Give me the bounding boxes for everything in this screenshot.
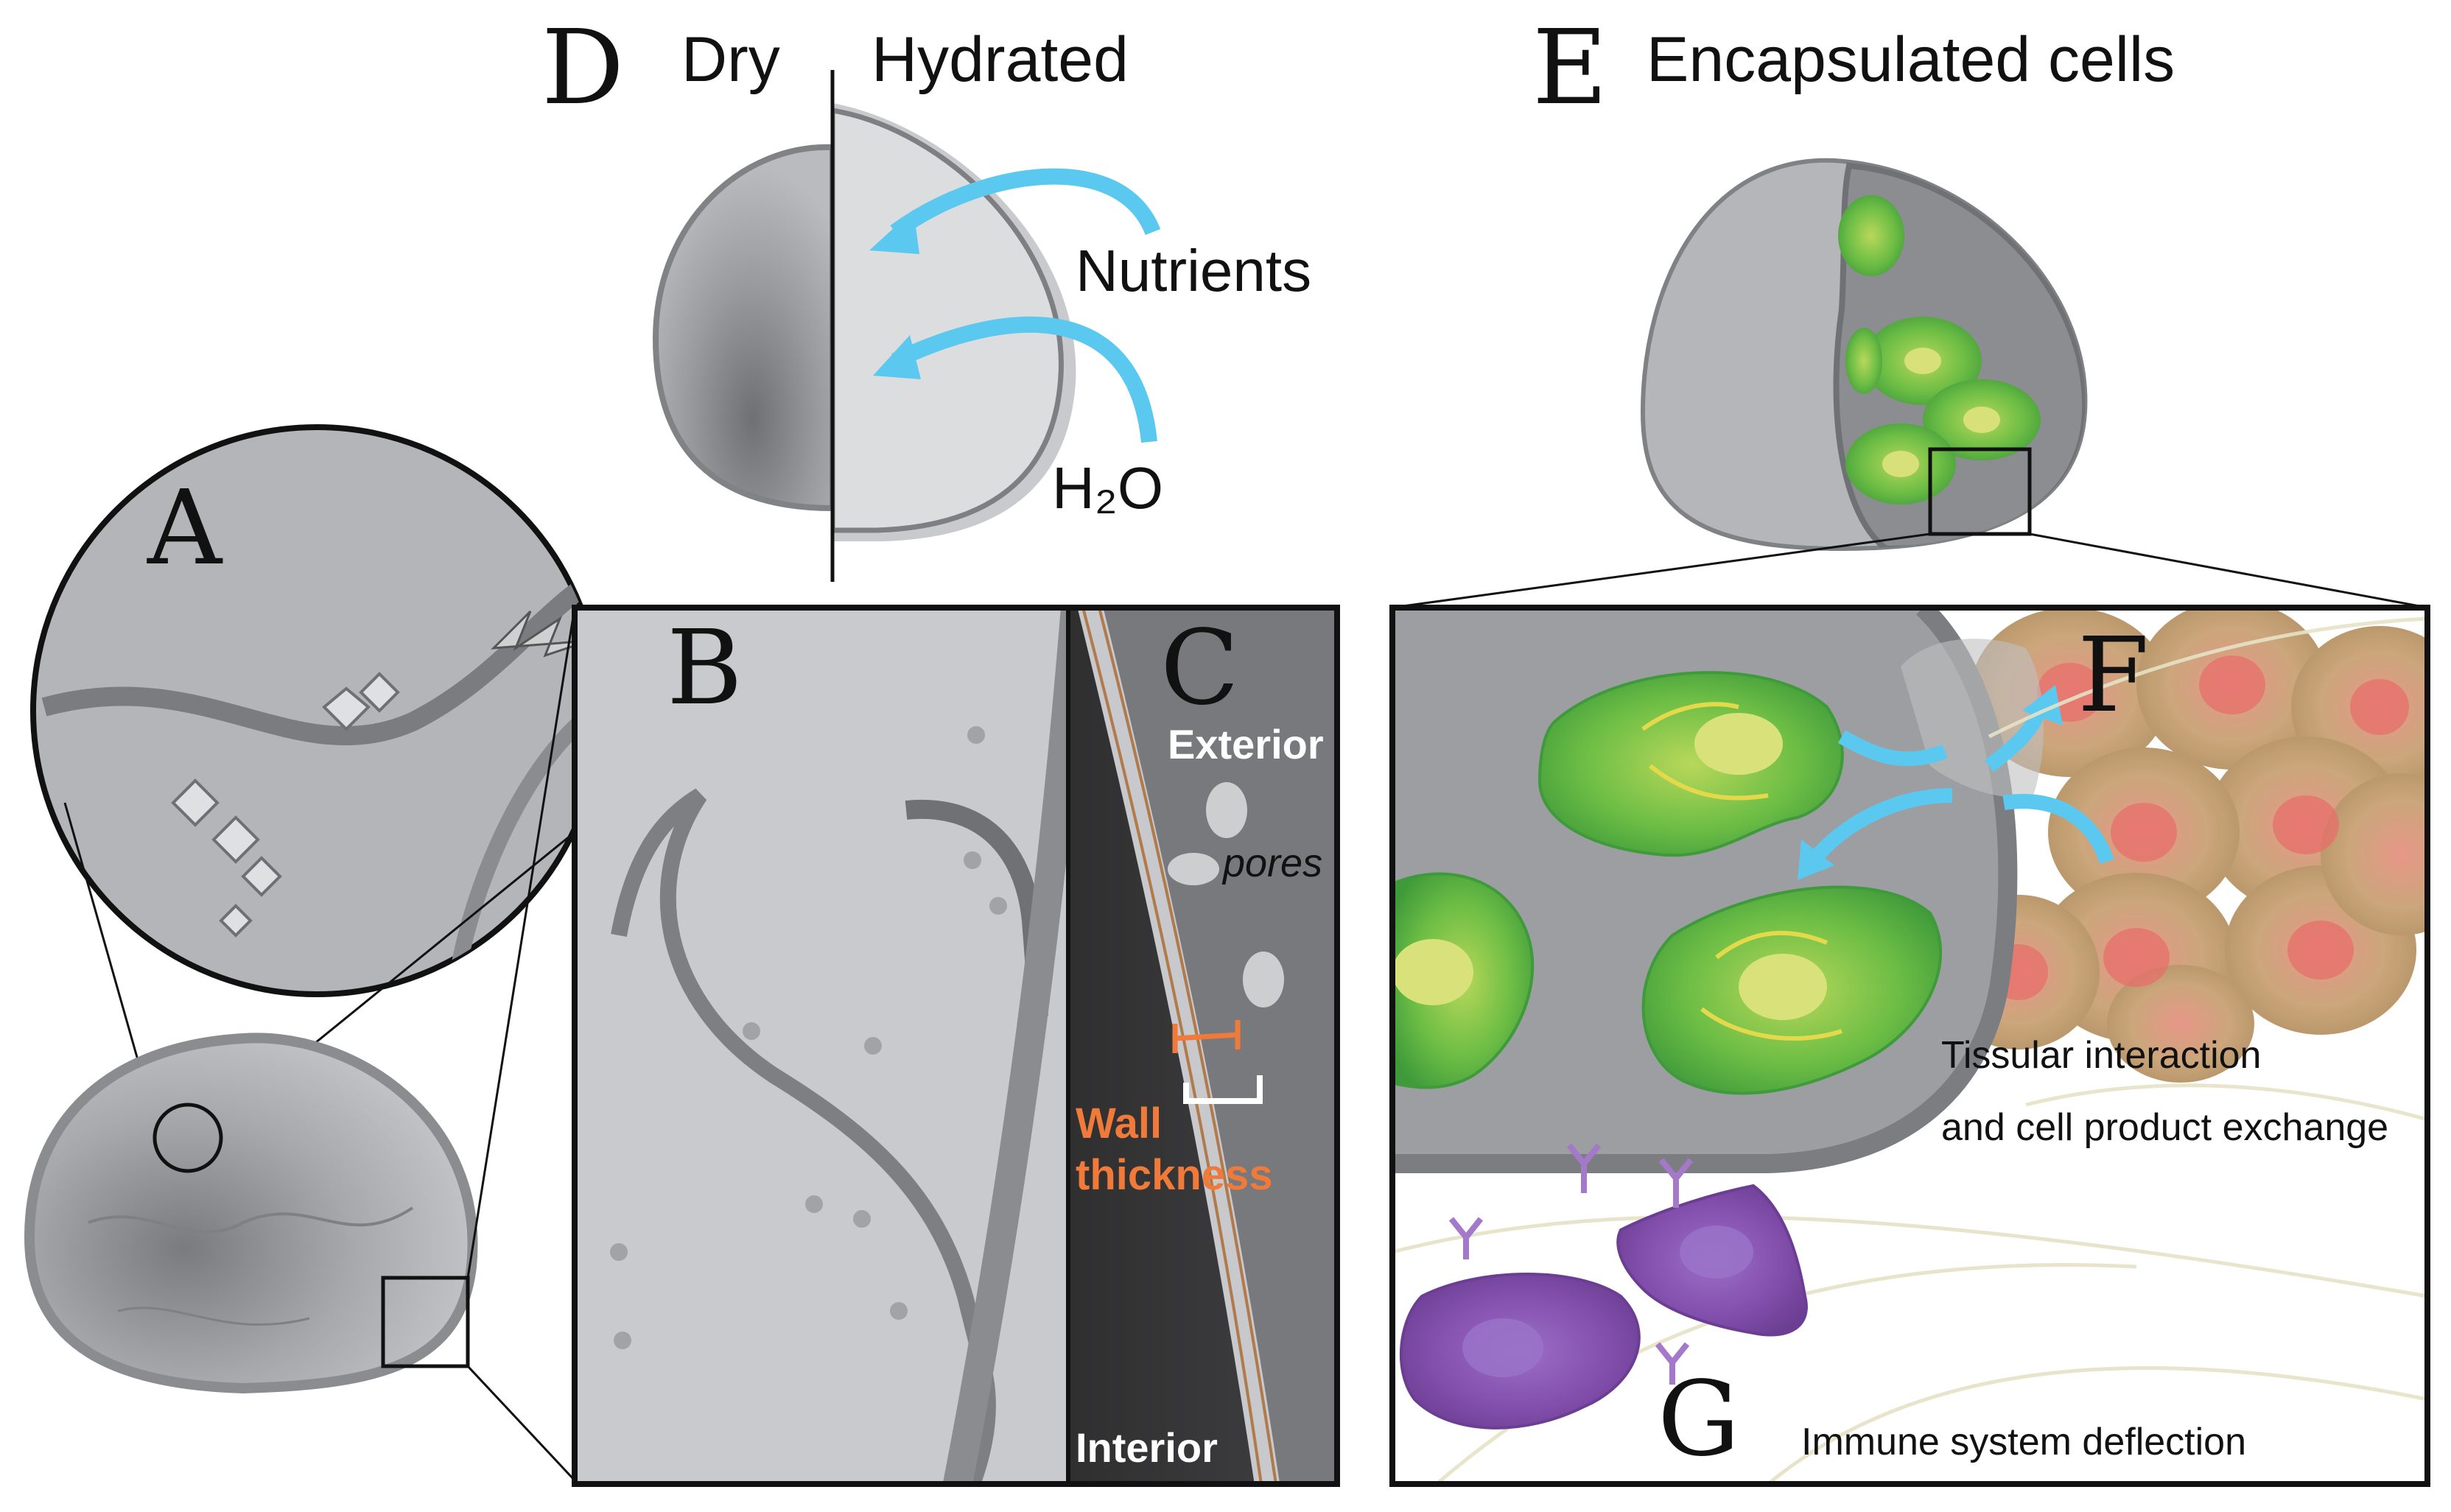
dry-label: Dry (681, 24, 780, 95)
overview-capsule-body (24, 1033, 478, 1394)
panel-e-title: Encapsulated cells (1647, 24, 2175, 95)
panel-e-letter: E (1532, 8, 1607, 128)
crack-a-1 (41, 566, 600, 746)
panel-fg: F Tissular interaction and cell product … (1389, 605, 2430, 1487)
wall-label-line2: thickness (1076, 1151, 1273, 1199)
panel-d-letter: D (541, 8, 624, 128)
panel-a-letter: A (147, 468, 223, 588)
panel-f-caption-line2: and cell product exchange (1941, 1106, 2388, 1149)
zoom-line-e-left (1392, 532, 1931, 609)
interior-region (1068, 608, 1267, 1484)
water-label: H₂O (1052, 455, 1163, 521)
interior-label: Interior (1076, 1424, 1218, 1471)
hydrated-label: Hydrated (872, 24, 1129, 95)
panel-c-letter: C (1160, 608, 1239, 728)
nutrients-arrowhead (869, 210, 919, 254)
crack-b-branch (905, 799, 1048, 1017)
wall-b-edge (943, 608, 1068, 1484)
zoom-box-e (1928, 447, 2032, 536)
wall-label-line1: Wall (1076, 1100, 1162, 1147)
hydrated-capsule-half (832, 108, 1064, 533)
panel-b: B (575, 608, 1068, 1484)
dry-capsule-half (652, 144, 835, 512)
panel-e: E Encapsulated cells (1392, 8, 2428, 609)
overview-crack-2 (117, 1307, 310, 1326)
exchange-arrowheads (1798, 685, 2063, 880)
water-arrowhead (873, 335, 921, 379)
exterior-label: Exterior (1168, 721, 1324, 767)
immune-cells (1399, 1184, 1808, 1430)
pores-c (1168, 782, 1284, 1008)
wall-layer (1078, 608, 1280, 1484)
magnifier-circle-a (30, 424, 603, 997)
antibodies (1448, 1143, 1694, 1385)
water-arrow (891, 316, 1157, 443)
zoom-line-b-top (466, 607, 576, 1279)
panel-f-letter: F (2077, 616, 2149, 736)
frame-fg (1389, 605, 2430, 1487)
panel-b-letter: B (667, 608, 743, 728)
panel-d: D Dry Hydrated Nutrients H₂O (541, 8, 1311, 582)
zoom-circle-a (152, 1103, 223, 1173)
panel-c: C Exterior pores Wall thickness Interior (1068, 608, 1337, 1484)
panel-g-letter: G (1658, 1360, 1740, 1480)
overview-crack (88, 1206, 414, 1234)
nutrients-arrow (890, 168, 1161, 239)
zoom-line-b-bottom (466, 1365, 576, 1482)
wall-thickness-indicator (1172, 1020, 1263, 1104)
crystals-a (171, 672, 400, 938)
pore-dots-b (610, 726, 1007, 1349)
pores-label: pores (1221, 841, 1322, 885)
zoom-line-e-right (2029, 532, 2428, 609)
wall-fibers (1081, 608, 1277, 1484)
panel-f-caption-line1: Tissular interaction (1941, 1034, 2261, 1077)
zoom-box-b (381, 1276, 470, 1368)
frame-bc (572, 605, 1340, 1487)
panel-a: A (30, 424, 603, 1121)
encapsulated-cells (1392, 671, 1943, 1095)
panel-g-caption: Immune system deflection (1801, 1421, 2246, 1463)
overview-capsule (24, 607, 576, 1482)
nutrients-label: Nutrients (1076, 238, 1311, 303)
